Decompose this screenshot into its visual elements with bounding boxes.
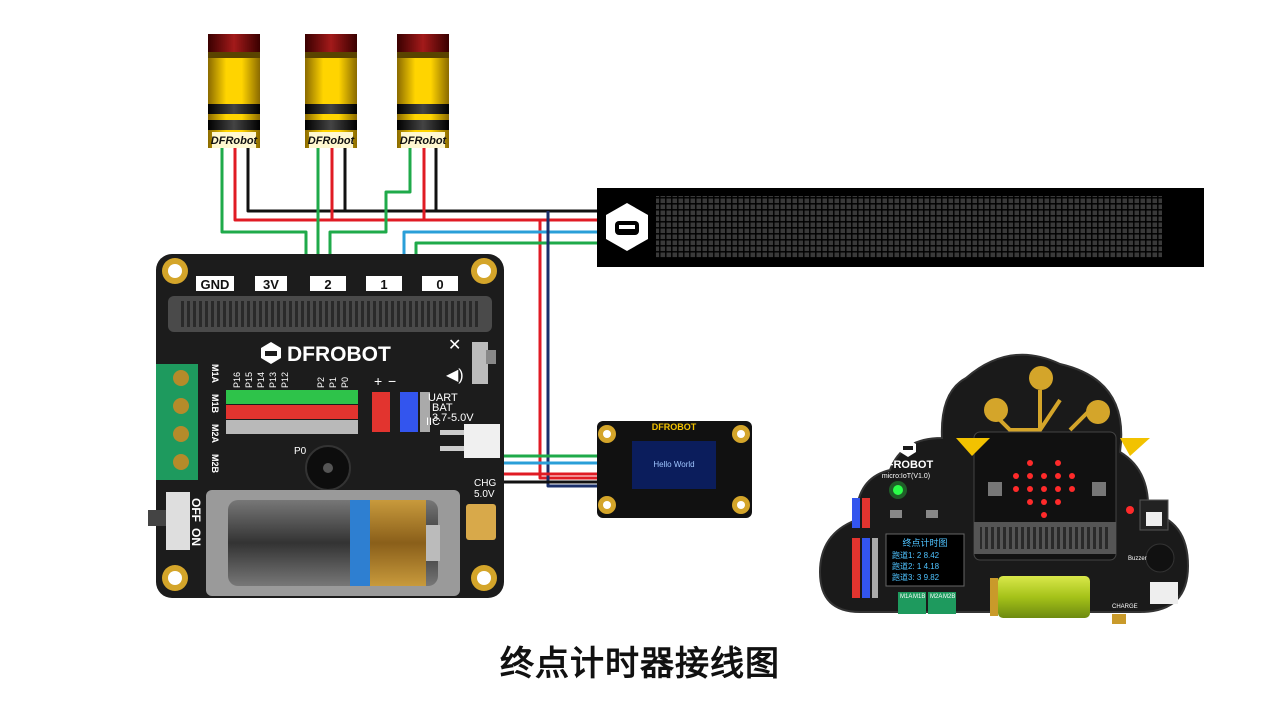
- iot-buzzer: [1145, 543, 1175, 573]
- motor-label-m2b: M2B: [210, 454, 220, 474]
- edge-pin-3v: 3V: [263, 277, 279, 292]
- diagram-title: 终点计时器接线图: [500, 644, 780, 684]
- status-led: [1126, 506, 1134, 514]
- pin-label-p0: P0: [340, 377, 350, 388]
- switch-off-label: OFF: [189, 498, 203, 522]
- motor-label-m1a: M1A: [210, 364, 220, 384]
- sensor-brand-label: DFRobot: [211, 135, 259, 147]
- sensor-brand-label: DFRobot: [308, 135, 356, 147]
- bat-label: BAT: [432, 402, 453, 414]
- buzzer-switch[interactable]: [472, 342, 488, 384]
- iot-motor-m2a: M2A: [930, 594, 942, 600]
- iot-screen-line-3: 跑道2: 1 4.18: [892, 561, 940, 571]
- buzzer-pin-label: P0: [294, 446, 307, 457]
- expansion-board: GND 3V 2 1 0 DFROBOT ✕ ◀) P16 P15 P14: [148, 254, 504, 598]
- update-button[interactable]: [926, 510, 938, 518]
- bat-voltage: 3.7-5.0V: [432, 412, 474, 424]
- sensor-2: DFRobot: [305, 34, 357, 148]
- iot-logo-icon: [900, 439, 916, 457]
- minus-label: −: [388, 373, 396, 389]
- uart-label: UART: [428, 392, 458, 404]
- microbit-button-b[interactable]: [1092, 482, 1106, 496]
- usb-charge-port: [466, 504, 496, 540]
- edge-pin-0: 0: [436, 277, 443, 292]
- microbit-button-a[interactable]: [988, 482, 1002, 496]
- bat-connector: [464, 424, 500, 458]
- iot-motor-terminal-1: [898, 592, 926, 614]
- iot-motor-m1b: M1B: [913, 594, 925, 600]
- iot-motor-terminal-2: [928, 592, 956, 614]
- pin-label-p14: P14: [256, 372, 266, 388]
- wire-black-sensor1: [246, 148, 598, 213]
- sensor-1: DFRobot: [208, 34, 260, 148]
- microiot-board: DFROBOT micro:IoT(V1.0) 终点计时图 跑道1: 2 8.4…: [818, 353, 1190, 624]
- dfrobot-robot-icon: [606, 203, 648, 251]
- pin-label-p12: P12: [280, 372, 290, 388]
- iot-charge-label: CHARGE: [1112, 604, 1138, 610]
- iot-battery: [998, 576, 1090, 618]
- iot-buzzer-label: Buzzer: [1128, 556, 1147, 562]
- mute-icon: ✕: [448, 337, 461, 354]
- iot-screen-line-1: 终点计时图: [902, 537, 947, 548]
- power-led: [893, 485, 903, 495]
- motor-label-m2a: M2A: [210, 424, 220, 444]
- iot-motor-m1a: M1A: [900, 594, 912, 600]
- dfrobot-logo-icon: [261, 342, 281, 364]
- iot-brand: DFROBOT: [879, 459, 934, 471]
- edge-pin-labels: GND 3V 2 1 0: [196, 276, 458, 292]
- plus-label: +: [374, 373, 382, 389]
- edge-pin-2: 2: [324, 277, 331, 292]
- charge-label: CHG: [474, 478, 496, 489]
- iot-motor-m2b: M2B: [943, 594, 955, 600]
- pin-label-p13: P13: [268, 372, 278, 388]
- iot-left-pins: [852, 498, 878, 598]
- edge-pin-1: 1: [380, 277, 387, 292]
- oled-screen-text: Hello World: [653, 460, 694, 469]
- pin-row-labels: P16 P15 P14 P13 P12 P2 P1 P0: [232, 372, 350, 388]
- edge-pin-gnd: GND: [201, 277, 230, 292]
- switch-on-label: ON: [189, 528, 203, 546]
- wire-red-sensor3: [422, 148, 598, 222]
- iot-charge-connector: [1150, 582, 1178, 604]
- charge-voltage: 5.0V: [474, 489, 495, 500]
- oled-brand: DFROBOT: [652, 422, 697, 432]
- reset-button[interactable]: [890, 510, 902, 518]
- speaker-icon: ◀): [446, 367, 464, 384]
- pin-label-p16: P16: [232, 372, 242, 388]
- microbit-led-matrix: [1013, 460, 1075, 518]
- led-matrix-display: [597, 188, 1204, 267]
- header-pins: [226, 390, 430, 434]
- expansion-brand: DFROBOT: [287, 343, 391, 366]
- pin-label-p15: P15: [244, 372, 254, 388]
- iic-label: IIC: [426, 416, 440, 428]
- pin-label-p1: P1: [328, 377, 338, 388]
- sensor-brand-label: DFRobot: [400, 135, 448, 147]
- iot-screen-line-2: 跑道1: 2 8.42: [892, 550, 940, 560]
- motor-label-m1b: M1B: [210, 394, 220, 414]
- sensor-3: DFRobot: [397, 34, 449, 148]
- iot-model: micro:IoT(V1.0): [882, 473, 930, 480]
- iot-screen-line-4: 跑道3: 3 9.82: [892, 572, 940, 582]
- power-switch[interactable]: [166, 492, 190, 550]
- oled-module: DFROBOT Hello World: [597, 421, 752, 518]
- pin-label-p2: P2: [316, 377, 326, 388]
- oled-screen: [632, 441, 716, 489]
- iot-oled-screen: [885, 533, 965, 587]
- wire-navy-gnd: [546, 211, 600, 488]
